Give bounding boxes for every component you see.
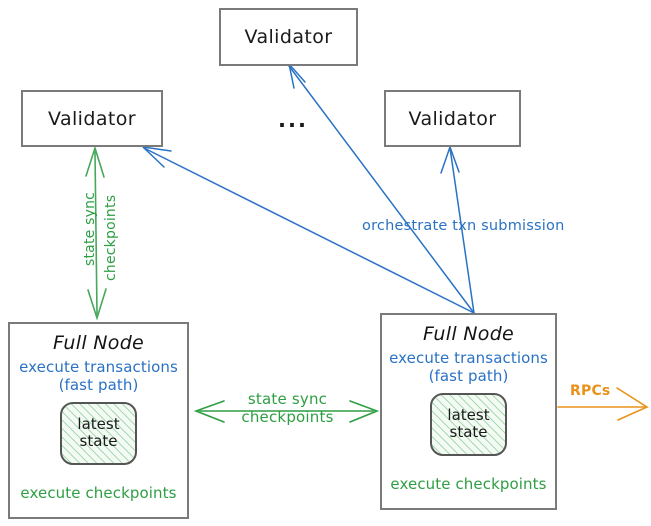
ellipsis-label: ... <box>278 108 308 132</box>
latest-state-line2: state <box>79 432 118 451</box>
validator-label: Validator <box>408 107 497 130</box>
full-node-box-left[interactable]: Full Node execute transactions (fast pat… <box>8 322 189 519</box>
orchestrate-txn-submission-label: orchestrate txn submission <box>362 218 565 234</box>
state-sync-middle-label: state sync checkpoints <box>230 390 345 426</box>
latest-state-line2: state <box>449 423 488 442</box>
rpcs-label: RPCs <box>570 383 611 399</box>
state-sync-middle-line1: state sync <box>247 390 328 408</box>
full-node-blue-text: execute transactions (fast path) <box>389 349 548 386</box>
latest-state-box: latest state <box>60 401 137 465</box>
latest-state-box: latest state <box>430 392 507 456</box>
full-node-title: Full Node <box>422 323 515 345</box>
validator-label: Validator <box>244 26 333 48</box>
state-sync-vertical-label-line2: checkpoints <box>103 194 119 281</box>
fast-path-line: (fast path) <box>58 376 139 395</box>
validator-box-left[interactable]: Validator <box>21 90 163 147</box>
full-node-title: Full Node <box>52 332 145 354</box>
latest-state-line1: latest <box>447 406 490 424</box>
state-sync-vertical-label-line1: state sync <box>82 191 98 266</box>
execute-checkpoints-label: execute checkpoints <box>20 483 177 502</box>
validator-box-top[interactable]: Validator <box>219 8 358 66</box>
validator-label: Validator <box>48 107 136 130</box>
execute-transactions-line: execute transactions <box>389 349 548 367</box>
full-node-box-right[interactable]: Full Node execute transactions (fast pat… <box>380 313 557 510</box>
validator-box-right[interactable]: Validator <box>384 90 521 147</box>
execute-transactions-line: execute transactions <box>19 358 178 376</box>
fast-path-line: (fast path) <box>428 367 509 386</box>
latest-state-line1: latest <box>77 415 120 433</box>
execute-checkpoints-label: execute checkpoints <box>390 474 547 493</box>
state-sync-middle-line2: checkpoints <box>241 407 334 426</box>
full-node-blue-text: execute transactions (fast path) <box>19 358 178 395</box>
